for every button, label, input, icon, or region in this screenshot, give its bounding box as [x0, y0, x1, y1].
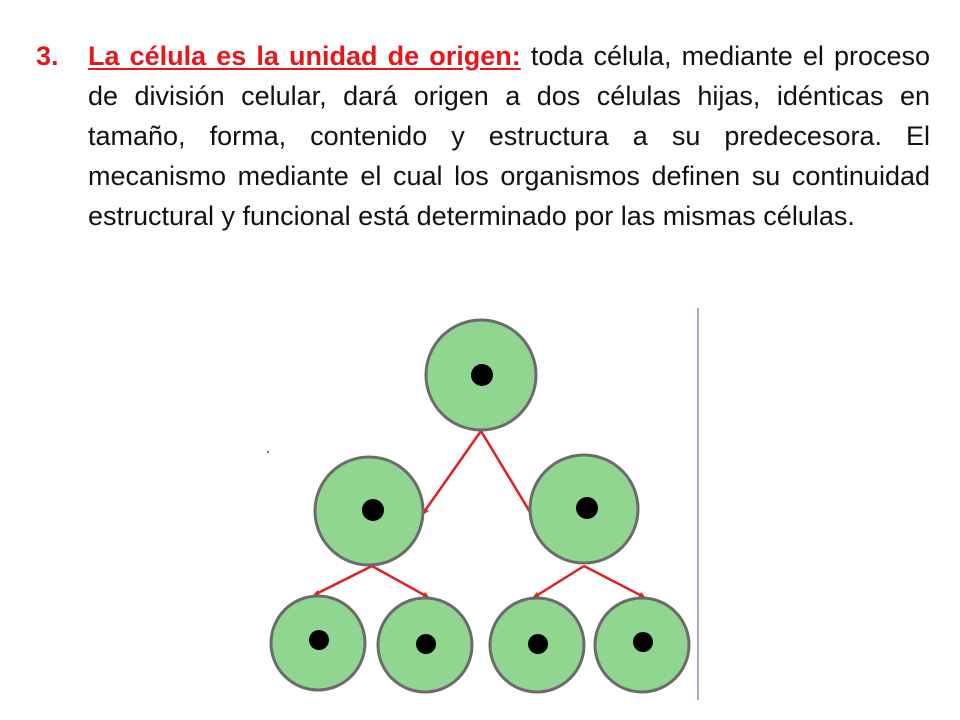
arrow-head [532, 592, 540, 598]
arrow-head [638, 592, 646, 598]
cell-nucleus [633, 632, 653, 652]
parent-cell [424, 318, 538, 432]
point-body: toda célula, mediante el proceso de divi… [88, 41, 930, 231]
daughter-cell-left [313, 455, 425, 567]
point-number: 3. [36, 41, 59, 71]
cell-nucleus [576, 497, 598, 519]
arrow-line [479, 430, 532, 513]
arrow-head [422, 592, 430, 598]
point-lead-heading: La célula es la unidad de origen: [88, 41, 521, 71]
arrow-line [422, 430, 483, 513]
cell-nucleus [471, 364, 493, 386]
cell-nucleus [362, 499, 384, 521]
arrow-line [315, 564, 373, 596]
cell-nucleus [309, 630, 329, 650]
granddaughter-cell-4 [593, 596, 691, 694]
daughter-cell-right [528, 453, 640, 565]
point-text: La célula es la unidad de origen: toda c… [88, 36, 930, 236]
arrow-line [535, 564, 585, 598]
arrow-line [371, 564, 427, 598]
stray-dot [267, 451, 269, 453]
cell-nucleus [416, 634, 436, 654]
granddaughter-cell-3 [488, 596, 586, 694]
numbered-point: 3. La célula es la unidad de origen: tod… [36, 36, 930, 236]
cell-nucleus [528, 634, 548, 654]
granddaughter-cell-2 [376, 596, 474, 694]
arrow-line [583, 564, 643, 598]
granddaughter-cell-1 [269, 594, 367, 692]
